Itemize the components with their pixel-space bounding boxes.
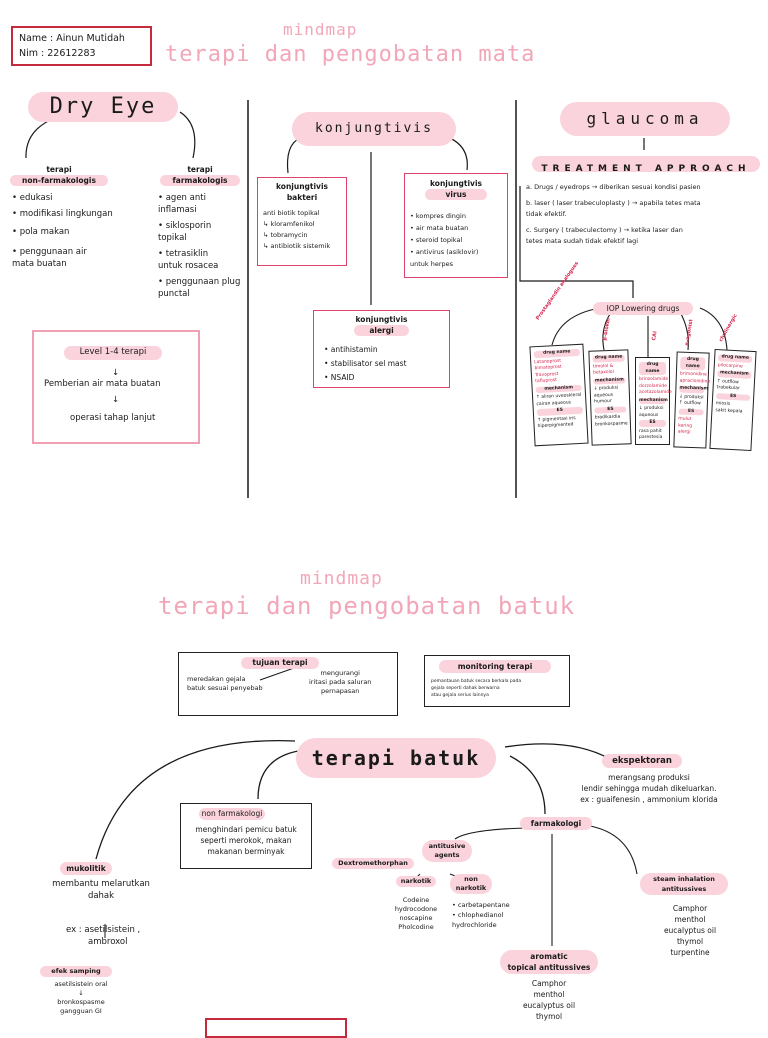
non-narkotik-list: • carbetapentane • chlophedianol hydroch…	[452, 901, 510, 929]
efek-samping-list: asetilsistein oral ↓ bronkospasme ganggu…	[54, 980, 108, 1015]
narkotik-list: Codeine hydrocodone noscapine Pholcodine	[394, 896, 438, 931]
steam-inhalation-heading: steam inhalation antitussives	[640, 873, 728, 895]
mindmap2-title-small: mindmap	[300, 568, 383, 589]
tujuan-terapi-box: tujuan terapi meredakan gejala batuk ses…	[178, 652, 398, 716]
non-farmakologi-box: non farmakologi menghindari pemicu batuk…	[180, 803, 312, 869]
level-step-2: operasi tahap lanjut	[70, 413, 156, 423]
level-arrow-2: ↓	[112, 395, 120, 405]
mindmap2-connectors	[95, 667, 638, 946]
virus-list: • kompres dingin • air mata buatan • ste…	[410, 212, 479, 268]
tujuan-left: meredakan gejala batuk sesuai penyebab	[187, 675, 263, 692]
drug-card-2: drug name timolol & betaxolol mechanism …	[588, 349, 632, 446]
mukolitik-heading: mukolitik	[60, 862, 112, 875]
glaucoma-subtitle: treatment approach	[532, 156, 760, 174]
level-arrow-1: ↓	[112, 368, 120, 378]
mukolitik-desc: membantu melarutkan dahak	[52, 879, 150, 901]
glaucoma-approach-list: a. Drugs / eyedrops → diberikan sesuai k…	[526, 183, 701, 245]
antitusive-heading: antitusive agents	[422, 840, 472, 862]
steam-inhalation-list: Camphor menthol eucalyptus oil thymol tu…	[663, 904, 717, 957]
tujuan-right: mengurangi iritasi pada saluran pernapas…	[309, 669, 372, 695]
narkotik-label: narkotik	[396, 876, 436, 887]
drug-card-4: drug name brimonidine apraclonidine mech…	[673, 351, 710, 449]
mindmap1-title-small: mindmap	[283, 20, 358, 39]
mindmap2-title-large: terapi dan pengobatan batuk	[158, 592, 576, 620]
dry-eye-pharm-heading: terapi farmakologis	[160, 164, 240, 186]
glaucoma-title: glaucoma	[560, 102, 730, 136]
alergi-heading: konjungtivis alergi	[354, 315, 409, 336]
level-heading: Level 1-4 terapi	[64, 346, 162, 360]
efek-samping-heading: efek samping	[40, 966, 112, 977]
student-name: Name : Ainun Mutidah	[19, 33, 125, 44]
terapi-batuk-center: terapi batuk	[296, 738, 496, 778]
konjungtivis-title: konjungtivis	[292, 112, 456, 146]
aromatic-list: Camphor menthol eucalyptus oil thymol	[522, 979, 576, 1021]
virus-heading: konjungtivis virus	[405, 178, 507, 200]
non-farmakologi-lines: menghindari pemicu batuk seperti merokok…	[195, 825, 297, 856]
monitoring-terapi-box: monitoring terapi pemantauan batuk secar…	[424, 655, 570, 707]
monitoring-lines: pemantauan batuk secara berkala pada gej…	[431, 679, 522, 698]
alergi-list: • antihistamin • stabilisator sel mast •…	[324, 345, 407, 382]
dry-eye-nonpharm-list: • edukasi • modifikasi lingkungan • pola…	[12, 193, 113, 269]
dry-eye-nonpharm-heading: terapi non-farmakologis	[10, 164, 108, 186]
monitoring-heading: monitoring terapi	[439, 660, 551, 673]
student-nim: Nim : 22612283	[19, 48, 96, 59]
tujuan-heading: tujuan terapi	[241, 657, 319, 669]
bakteri-list: anti biotik topikal ↳ kloramfenikol ↳ to…	[263, 209, 331, 250]
konjungtivis-alergi-box: konjungtivis alergi • antihistamin • sta…	[313, 310, 450, 388]
dry-eye-pharm-list: • agen anti inflamasi • siklosporin topi…	[158, 193, 241, 299]
mukolitik-example: ex : asetilsistein , ambroxol	[66, 925, 141, 947]
mindmap1-title-large: terapi dan pengobatan mata	[165, 42, 536, 67]
iop-lowering-label: IOP Lowering drugs	[593, 302, 693, 315]
drug-card-1: drug name Latanoprost bimatoprost Travop…	[529, 343, 589, 447]
bottom-partial-box	[205, 1018, 347, 1038]
student-info-box: Name : Ainun Mutidah Nim : 22612283	[11, 26, 152, 66]
mindmap1-connectors	[25, 100, 728, 498]
farmakologi-heading: farmakologi	[520, 817, 592, 830]
konjungtivis-virus-box: konjungtivis virus • kompres dingin • ai…	[404, 173, 508, 278]
non-farmakologi-heading: non farmakologi	[199, 808, 265, 820]
drug-card-5: drug name pilocarpine mechanism ↑ outflo…	[709, 348, 757, 452]
aromatic-heading: aromatic topical antitussives	[500, 950, 598, 974]
non-narkotik-label: non narkotik	[450, 874, 492, 894]
ekspektoran-heading: ekspektoran	[602, 754, 682, 768]
konjungtivis-bakteri-box: konjungtivis bakteri anti biotik topikal…	[257, 177, 347, 266]
dry-eye-title: Dry Eye	[28, 92, 178, 122]
ekspektoran-desc: merangsang produksi lendir sehingga muda…	[580, 773, 718, 804]
dextromethorphan-label: Dextromethorphan	[332, 858, 414, 869]
bakteri-heading: konjungtivis bakteri	[276, 182, 328, 202]
dry-eye-level-box: Level 1-4 terapi ↓ Pemberian air mata bu…	[32, 330, 200, 444]
level-step-1: Pemberian air mata buatan	[44, 379, 161, 389]
drug-card-3: drug name brinzolamide dorzolamide aceta…	[635, 357, 672, 445]
